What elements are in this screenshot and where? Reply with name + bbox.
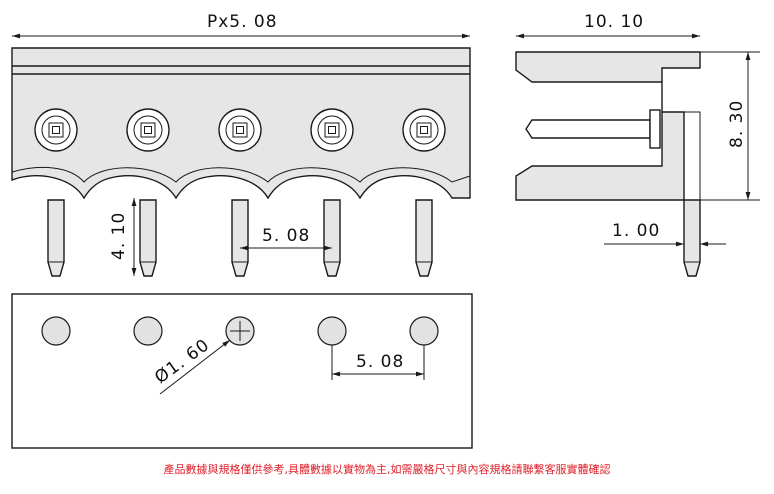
side-post — [683, 111, 701, 201]
pcb-pitch-label: 5. 08 — [356, 352, 404, 372]
pcb-hole-5 — [409, 316, 439, 346]
pcb-hole-4 — [317, 316, 347, 346]
disclaimer-text: 產品數據與規格僅供參考,具體數據以實物為主,如需嚴格尺寸與內容規格請聯繫客服實體… — [163, 463, 611, 476]
pin-thickness-label: 1. 00 — [612, 221, 660, 241]
pin-3 — [231, 199, 249, 277]
screw-5 — [402, 108, 446, 152]
side-pin — [683, 199, 701, 277]
pin-5 — [415, 199, 433, 277]
side-screw-shaft — [525, 119, 651, 139]
scallop-line — [11, 166, 471, 183]
screw-3 — [218, 108, 262, 152]
screw-4 — [310, 108, 354, 152]
side-body — [515, 51, 701, 201]
screw-1 — [34, 108, 78, 152]
pin-2 — [139, 199, 157, 277]
pitch-front-label: 5. 08 — [262, 226, 310, 246]
front-view: Px5. 08 — [11, 12, 471, 277]
top-width-label: Px5. 08 — [207, 12, 278, 32]
side-width-label: 10. 10 — [584, 12, 644, 32]
pcb-hole-2 — [133, 316, 163, 346]
side-screw-head — [649, 109, 661, 149]
pcb-hole-1 — [41, 316, 71, 346]
pin-4 — [323, 199, 341, 277]
screw-2 — [126, 108, 170, 152]
side-view: 10. 10 8. 30 1. 00 — [515, 12, 760, 277]
pin-1 — [47, 199, 65, 277]
pin-length-label: 4. 10 — [109, 212, 129, 260]
side-height-label: 8. 30 — [727, 100, 747, 148]
pcb-hole-3 — [225, 316, 255, 346]
hole-diameter-leader — [159, 339, 231, 395]
pcb-layout: Ø1. 60 5. 08 — [11, 293, 473, 449]
